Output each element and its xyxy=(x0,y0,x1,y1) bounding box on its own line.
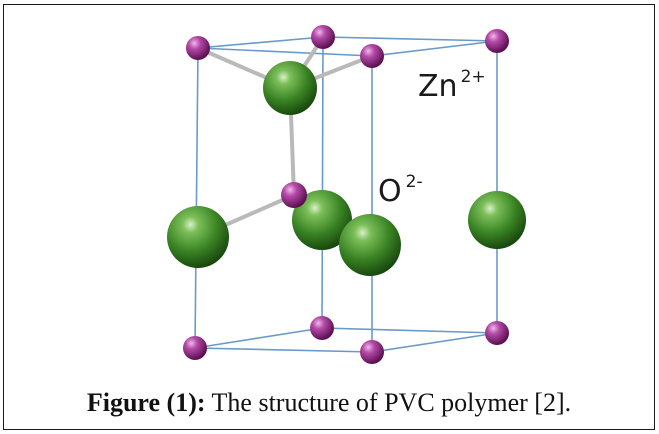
zn-atom xyxy=(360,340,384,364)
cell-edge xyxy=(194,347,373,353)
o-atom xyxy=(339,214,401,276)
cell-edge xyxy=(194,327,323,349)
zn-atom xyxy=(360,44,384,68)
cell-edge xyxy=(197,36,324,49)
zn-atom xyxy=(485,29,509,53)
o-atom xyxy=(468,191,526,249)
o-atom xyxy=(292,190,352,250)
cell-edge xyxy=(371,40,498,57)
cell-edge xyxy=(194,47,199,349)
unit-cell-edges xyxy=(194,36,498,353)
cell-edge xyxy=(321,36,324,329)
caption-prefix: Figure (1): xyxy=(86,388,206,417)
zn-atom xyxy=(311,25,335,49)
o-atom xyxy=(263,61,317,115)
cell-edge xyxy=(321,327,498,334)
cell-edge xyxy=(371,332,498,353)
cell-edge xyxy=(322,36,498,42)
cell-edge xyxy=(197,47,373,57)
o-atom xyxy=(167,206,229,268)
zn-atom xyxy=(485,321,509,345)
zn-atom xyxy=(281,182,307,208)
zn-atom xyxy=(186,36,210,60)
zn-atom xyxy=(310,316,334,340)
zn-atom xyxy=(183,336,207,360)
figure-caption: Figure (1): The structure of PVC polymer… xyxy=(3,388,655,418)
caption-text: The structure of PVC polymer [2]. xyxy=(205,388,572,417)
